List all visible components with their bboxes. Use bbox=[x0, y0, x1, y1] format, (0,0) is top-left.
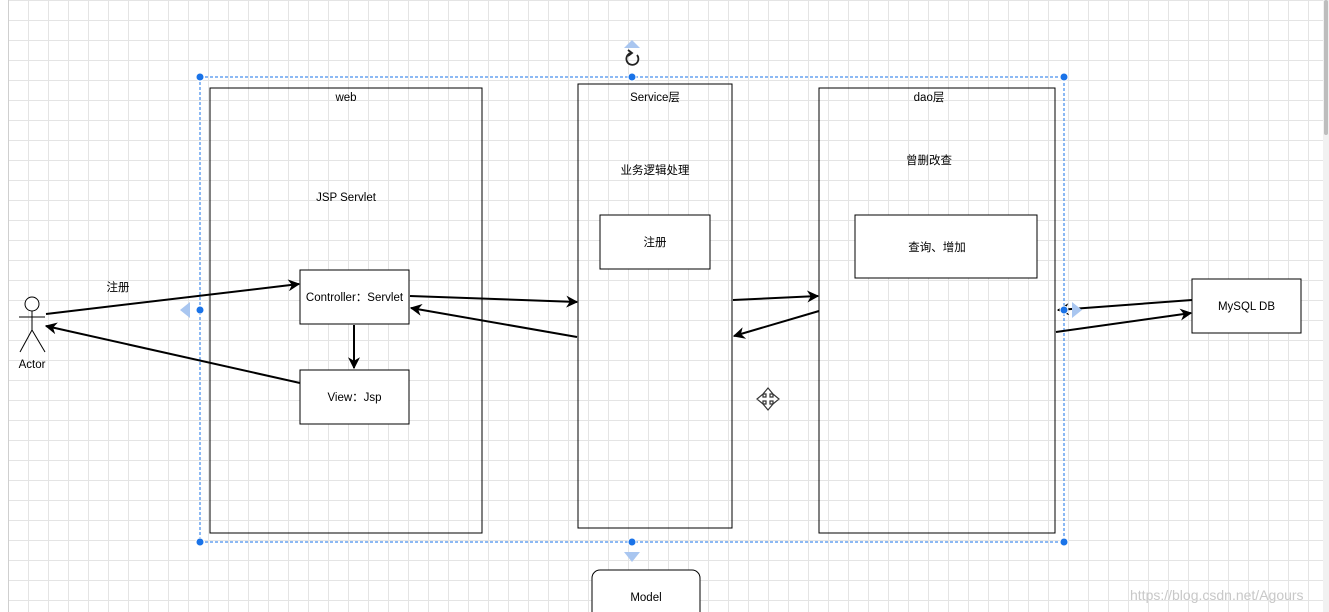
hover-arrow-down-icon bbox=[624, 552, 640, 562]
service-register-box[interactable]: 注册 bbox=[599, 214, 711, 270]
service-container-label: Service层 bbox=[630, 91, 680, 104]
edge-view-to-actor[interactable] bbox=[44, 322, 301, 384]
service-subtitle: 业务逻辑处理 bbox=[621, 163, 690, 177]
actor-label: Actor bbox=[19, 359, 46, 371]
model-label: Model bbox=[630, 592, 661, 604]
view-box[interactable]: View：Jsp bbox=[299, 369, 410, 425]
mysql-db-box[interactable]: MySQL DB bbox=[1191, 278, 1302, 334]
dao-container[interactable]: dao层 曾删改查 bbox=[818, 87, 1056, 534]
service-container[interactable]: Service层 业务逻辑处理 bbox=[577, 83, 733, 529]
hover-arrow-up-icon bbox=[624, 40, 640, 48]
edge-service-to-dao[interactable] bbox=[732, 290, 820, 303]
watermark-text: https://blog.csdn.net/Agours bbox=[1130, 587, 1304, 603]
actor-figure[interactable] bbox=[19, 296, 46, 353]
edge-service-to-controller[interactable] bbox=[409, 303, 578, 338]
rotate-icon[interactable] bbox=[625, 49, 640, 66]
dao-query-box[interactable]: 查询、增加 bbox=[854, 214, 1038, 279]
dao-container-label: dao层 bbox=[914, 91, 945, 104]
service-register-label: 注册 bbox=[644, 235, 667, 249]
vertical-scrollbar[interactable] bbox=[1323, 0, 1329, 612]
edge-actor-to-controller[interactable] bbox=[45, 279, 301, 315]
hover-arrow-right-icon bbox=[1072, 302, 1082, 318]
scrollbar-thumb[interactable] bbox=[1324, 0, 1328, 135]
hover-arrow-left-icon bbox=[180, 302, 190, 318]
edge-dao-to-mysql[interactable] bbox=[1055, 308, 1193, 333]
edge-controller-to-service[interactable] bbox=[409, 295, 579, 308]
edge-mysql-to-dao[interactable] bbox=[1056, 299, 1193, 316]
web-subtitle: JSP Servlet bbox=[316, 192, 377, 204]
web-container-label: web bbox=[334, 92, 356, 104]
move-icon[interactable] bbox=[756, 387, 780, 411]
selection-handles[interactable] bbox=[195, 72, 1069, 547]
edge-dao-to-service[interactable] bbox=[732, 310, 820, 339]
dao-subtitle: 曾删改查 bbox=[906, 153, 952, 167]
view-label: View：Jsp bbox=[327, 392, 381, 404]
model-box[interactable]: Model bbox=[591, 569, 701, 612]
register-edge-label: 注册 bbox=[107, 280, 130, 294]
dao-query-label: 查询、增加 bbox=[908, 240, 966, 254]
controller-box[interactable]: Controller：Servlet bbox=[299, 269, 410, 325]
controller-label: Controller：Servlet bbox=[306, 292, 404, 304]
mysql-db-label: MySQL DB bbox=[1218, 301, 1275, 313]
canvas-left-edge bbox=[0, 0, 9, 612]
hover-arrows[interactable] bbox=[180, 40, 1082, 562]
web-container[interactable]: web JSP Servlet bbox=[209, 87, 483, 534]
